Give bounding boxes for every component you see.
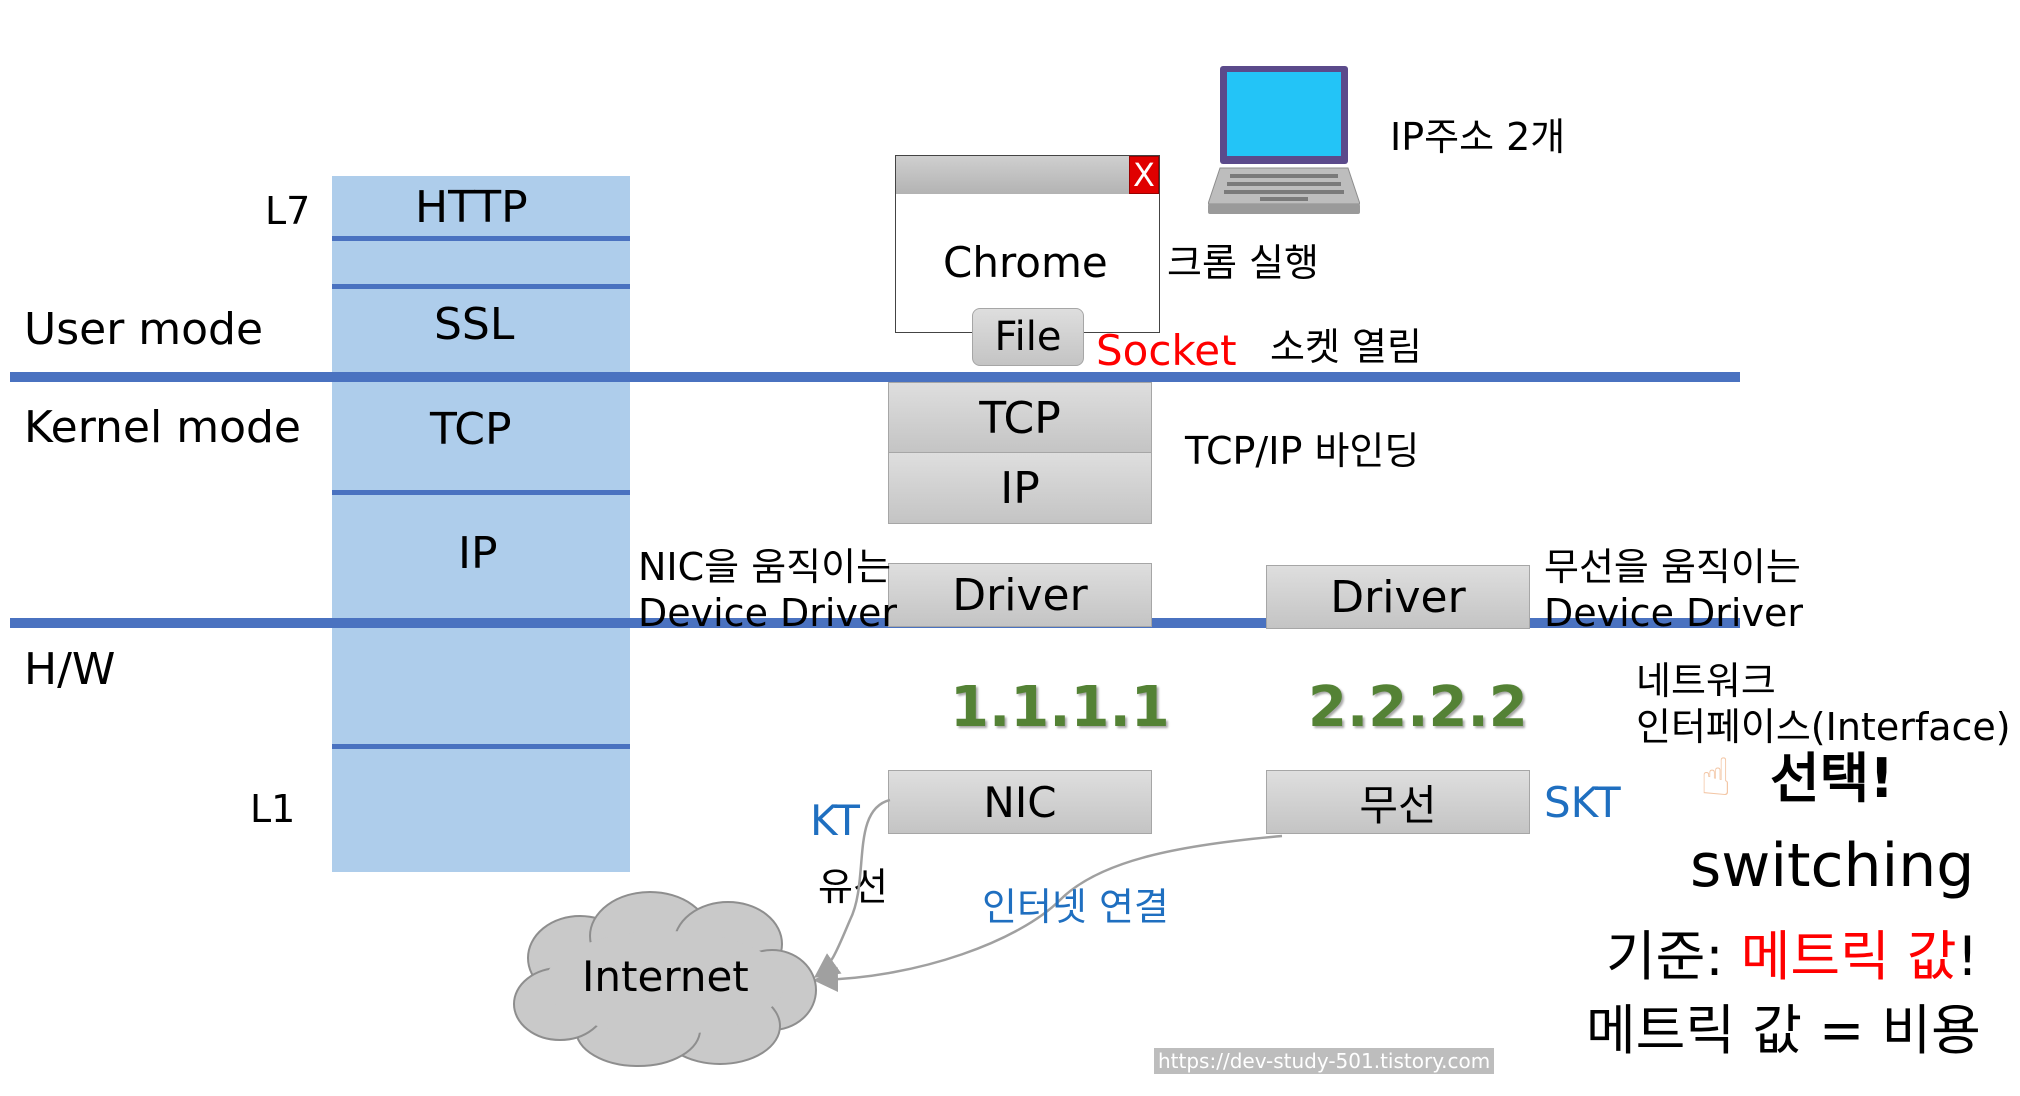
stack-divider bbox=[332, 490, 630, 495]
wireless-connection-arrow bbox=[813, 834, 1283, 993]
layer-l1-label: L1 bbox=[250, 787, 296, 831]
chrome-title-bar bbox=[896, 156, 1159, 194]
nic-box: NIC bbox=[888, 770, 1152, 834]
wired-driver-note: NIC을 움직이는 bbox=[638, 545, 892, 589]
internet-cloud-icon bbox=[510, 888, 820, 1068]
protocol-stack bbox=[332, 176, 630, 872]
kernel-mode-label: Kernel mode bbox=[24, 402, 301, 453]
criteria-prefix: 기준: bbox=[1606, 925, 1741, 988]
watermark: https://dev-study-501.tistory.com bbox=[1154, 1048, 1495, 1074]
stack-divider bbox=[332, 236, 630, 241]
pointing-hand-icon: ☝ bbox=[1700, 748, 1732, 808]
stack-divider bbox=[332, 284, 630, 289]
internet-connection-label: 인터넷 연결 bbox=[982, 885, 1169, 929]
wireless-driver-box: Driver bbox=[1266, 565, 1530, 629]
layer-l7-label: L7 bbox=[265, 189, 311, 233]
proc-ip-box: IP bbox=[888, 452, 1152, 524]
network-label: 네트워크 bbox=[1636, 659, 1776, 703]
kernel-hw-boundary bbox=[10, 618, 1740, 628]
wired-driver-note-2: Device Driver bbox=[638, 591, 897, 635]
criteria-label: 기준: 메트릭 값! bbox=[1606, 930, 1978, 984]
wired-ip-address: 1.1.1.1 bbox=[950, 675, 1170, 740]
stack-divider bbox=[332, 744, 630, 749]
wireless-ip-address: 2.2.2.2 bbox=[1308, 675, 1528, 740]
binding-note: TCP/IP 바인딩 bbox=[1185, 429, 1420, 473]
chrome-window[interactable]: X bbox=[895, 155, 1160, 333]
proc-tcp-box: TCP bbox=[888, 382, 1152, 454]
switching-label: switching bbox=[1690, 831, 1975, 901]
hw-label: H/W bbox=[24, 644, 116, 695]
internet-label: Internet bbox=[582, 952, 749, 1001]
close-icon[interactable]: X bbox=[1129, 156, 1159, 194]
skt-label: SKT bbox=[1544, 778, 1621, 827]
user-mode-label: User mode bbox=[24, 304, 264, 355]
wireless-driver-note-2: Device Driver bbox=[1544, 591, 1803, 635]
chrome-label: Chrome bbox=[943, 238, 1108, 287]
wired-medium-label: 유선 bbox=[818, 865, 888, 909]
socket-label: Socket bbox=[1096, 326, 1237, 375]
cost-equation: 메트릭 값 = 비용 bbox=[1586, 999, 1981, 1062]
stack-tcp: TCP bbox=[430, 404, 512, 455]
file-box: File bbox=[972, 308, 1084, 366]
wireless-driver-note: 무선을 움직이는 bbox=[1544, 545, 1801, 589]
interface-label: 인터페이스(Interface) bbox=[1636, 705, 2011, 749]
wired-driver-box: Driver bbox=[888, 563, 1152, 627]
kt-label: KT bbox=[810, 796, 860, 845]
criteria-suffix: ! bbox=[1956, 925, 1979, 988]
stack-http: HTTP bbox=[415, 182, 528, 233]
socket-note: 소켓 열림 bbox=[1270, 325, 1422, 369]
laptop-label: IP주소 2개 bbox=[1390, 115, 1566, 159]
user-kernel-boundary bbox=[10, 372, 1740, 382]
wired-connection-arrow bbox=[813, 798, 891, 978]
chrome-note: 크롬 실행 bbox=[1167, 241, 1319, 285]
wireless-box: 무선 bbox=[1266, 770, 1530, 834]
stack-ip: IP bbox=[458, 528, 498, 579]
stack-ssl: SSL bbox=[434, 299, 515, 350]
select-label: 선택! bbox=[1770, 747, 1894, 810]
criteria-value: 메트릭 값 bbox=[1740, 925, 1957, 988]
